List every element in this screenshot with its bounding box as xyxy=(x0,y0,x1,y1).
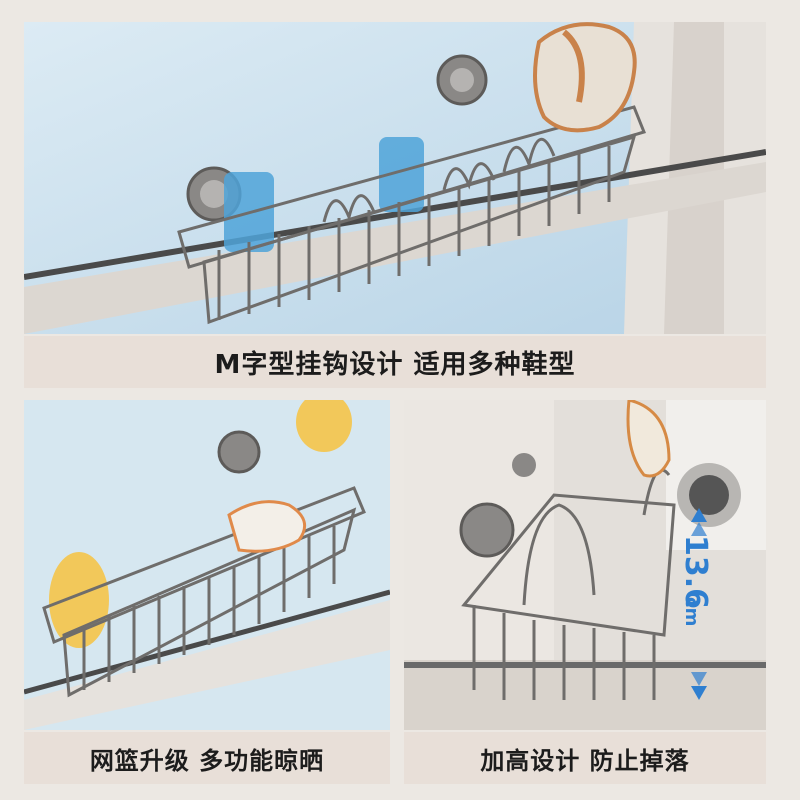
shoe-icon xyxy=(227,500,307,553)
caption-bottom-right-text: 加高设计 防止掉落 xyxy=(480,746,690,775)
caption-top-text: M字型挂钩设计 适用多种鞋型 xyxy=(214,349,576,380)
caption-bottom-left: 网篮升级 多功能晾晒 xyxy=(24,732,390,784)
suction-cup-icon xyxy=(459,453,536,558)
height-arrow-icon xyxy=(691,508,707,700)
product-panel-top xyxy=(24,22,766,334)
height-scene: 13.6 cm xyxy=(404,400,766,730)
height-unit: cm xyxy=(681,597,702,626)
window-rack-scene xyxy=(24,22,766,334)
product-panel-bottom-right: 13.6 cm xyxy=(404,400,766,730)
shoe-icon xyxy=(626,400,671,478)
caption-top: M字型挂钩设计 适用多种鞋型 xyxy=(24,336,766,388)
basket-scene xyxy=(24,400,390,730)
suction-cup-icon xyxy=(217,430,261,474)
caption-bottom-right: 加高设计 防止掉落 xyxy=(404,732,766,784)
shoe-icon xyxy=(533,22,637,133)
rack-basket-icon xyxy=(177,105,647,325)
caption-bottom-left-text: 网篮升级 多功能晾晒 xyxy=(89,746,325,775)
height-measurement: 13.6 xyxy=(678,535,713,609)
rack-basket-icon xyxy=(461,468,676,700)
product-panel-bottom-left xyxy=(24,400,390,730)
